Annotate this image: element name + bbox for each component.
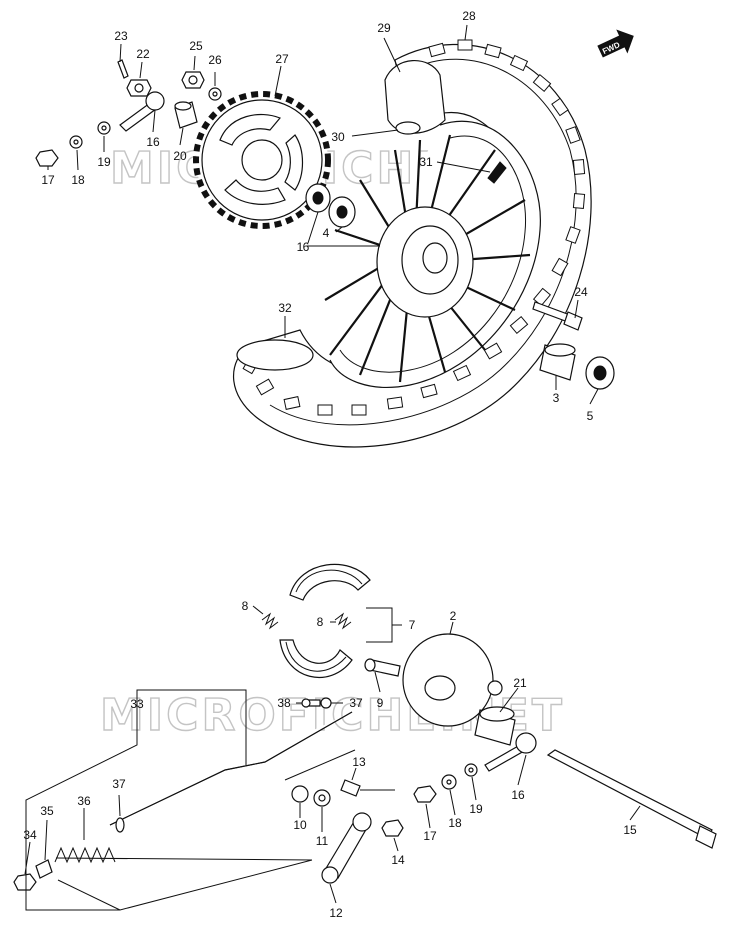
callout-10: 10 xyxy=(293,818,307,832)
callout-29: 29 xyxy=(377,21,391,35)
circlip-10 xyxy=(291,785,309,803)
hub-bearing-left xyxy=(305,183,331,213)
callout-18-bottom: 18 xyxy=(448,816,462,830)
bearing-5 xyxy=(585,356,615,390)
bolt-13 xyxy=(340,779,361,797)
hub-bearing-left-2 xyxy=(328,196,356,228)
callout-8-right: 8 xyxy=(317,615,324,629)
callout-24: 24 xyxy=(574,285,588,299)
brake-rod-33 xyxy=(109,711,353,826)
rear-axle-15 xyxy=(546,749,717,849)
brake-spring-8-right xyxy=(334,612,352,630)
fwd-arrow-badge: FWD xyxy=(597,29,634,58)
washer-19 xyxy=(97,121,111,135)
callout-36: 36 xyxy=(77,794,91,808)
callout-30: 30 xyxy=(331,130,345,144)
tube-section-bottom xyxy=(236,339,314,371)
callout-37-upper: 37 xyxy=(349,696,363,710)
callout-38: 38 xyxy=(277,696,291,710)
nut-34 xyxy=(13,873,37,891)
callout-15: 15 xyxy=(623,823,637,837)
callout-17-bottom: 17 xyxy=(423,829,437,843)
callout-25: 25 xyxy=(189,39,203,53)
callout-17-top: 17 xyxy=(41,173,55,187)
spacer-20 xyxy=(174,101,198,129)
nut-17 xyxy=(35,149,59,167)
callout-37-lower: 37 xyxy=(112,777,126,791)
leader-lines xyxy=(24,24,641,911)
washer-11 xyxy=(313,789,331,807)
brake-spring-8-left xyxy=(261,612,279,630)
callout-11: 11 xyxy=(316,834,329,848)
rear-wheel xyxy=(232,39,592,448)
washer-26 xyxy=(208,87,222,101)
callout-26: 26 xyxy=(208,53,222,67)
washer-37-upper xyxy=(320,697,332,709)
nut-25 xyxy=(181,71,205,89)
washer-19b xyxy=(464,763,478,777)
callout-34: 34 xyxy=(23,828,37,842)
tire-tread xyxy=(242,39,586,416)
hub-axle-bore xyxy=(422,242,448,274)
callout-14: 14 xyxy=(391,853,405,867)
callout-6: 6 xyxy=(303,240,310,254)
axle-spacer-3 xyxy=(539,343,576,381)
brake-arm-12 xyxy=(321,812,372,884)
fwd-label: FWD xyxy=(601,40,622,56)
callout-labels: 1 2 3 4 5 6 7 8 8 9 10 11 12 13 14 15 16… xyxy=(23,9,637,920)
callout-16-top: 16 xyxy=(146,135,160,149)
callout-13: 13 xyxy=(352,755,366,769)
nut-17b xyxy=(413,785,437,803)
nut-14 xyxy=(381,819,404,837)
spring-36 xyxy=(54,846,116,864)
callout-2: 2 xyxy=(450,609,457,623)
callout-35: 35 xyxy=(40,804,54,818)
callout-19-bottom: 19 xyxy=(469,802,483,816)
brake-cam-9 xyxy=(364,658,401,677)
callout-12: 12 xyxy=(329,906,343,920)
callout-33: 33 xyxy=(130,697,144,711)
callout-21: 21 xyxy=(513,676,527,690)
callout-27: 27 xyxy=(275,52,289,66)
valve-stem xyxy=(487,161,507,184)
callout-19-top: 19 xyxy=(97,155,111,169)
callout-8-left: 8 xyxy=(242,599,249,613)
washer-18b xyxy=(441,774,457,790)
brake-shoe-lower xyxy=(279,639,353,678)
callout-3: 3 xyxy=(553,391,560,405)
brake-panel xyxy=(402,633,503,727)
brake-shoe-upper xyxy=(289,563,371,601)
washer-18 xyxy=(69,135,83,149)
torque-link-bolt xyxy=(119,91,165,132)
torque-link-bolt-16b xyxy=(484,732,537,772)
callout-23: 23 xyxy=(114,29,128,43)
callout-9: 9 xyxy=(377,696,384,710)
spacer-21 xyxy=(474,706,516,746)
callout-22: 22 xyxy=(136,47,150,61)
callout-32: 32 xyxy=(278,301,292,315)
cotter-pin xyxy=(117,59,129,79)
rim-band xyxy=(395,121,421,135)
callout-20: 20 xyxy=(173,149,187,163)
callout-1: 1 xyxy=(297,240,304,254)
tube-section-top xyxy=(384,60,446,134)
adjuster-35 xyxy=(35,859,53,879)
callout-4: 4 xyxy=(323,226,330,240)
callout-16-bottom: 16 xyxy=(511,788,525,802)
callout-7: 7 xyxy=(409,618,416,632)
washer-37-lower xyxy=(115,817,125,833)
callout-28: 28 xyxy=(462,9,476,23)
castle-nut xyxy=(126,79,152,97)
callout-5: 5 xyxy=(587,409,594,423)
callout-31: 31 xyxy=(419,155,433,169)
bolt-24 xyxy=(532,301,583,331)
rear-sprocket xyxy=(193,91,331,229)
pin-38 xyxy=(301,698,321,708)
callout-18-top: 18 xyxy=(71,173,85,187)
